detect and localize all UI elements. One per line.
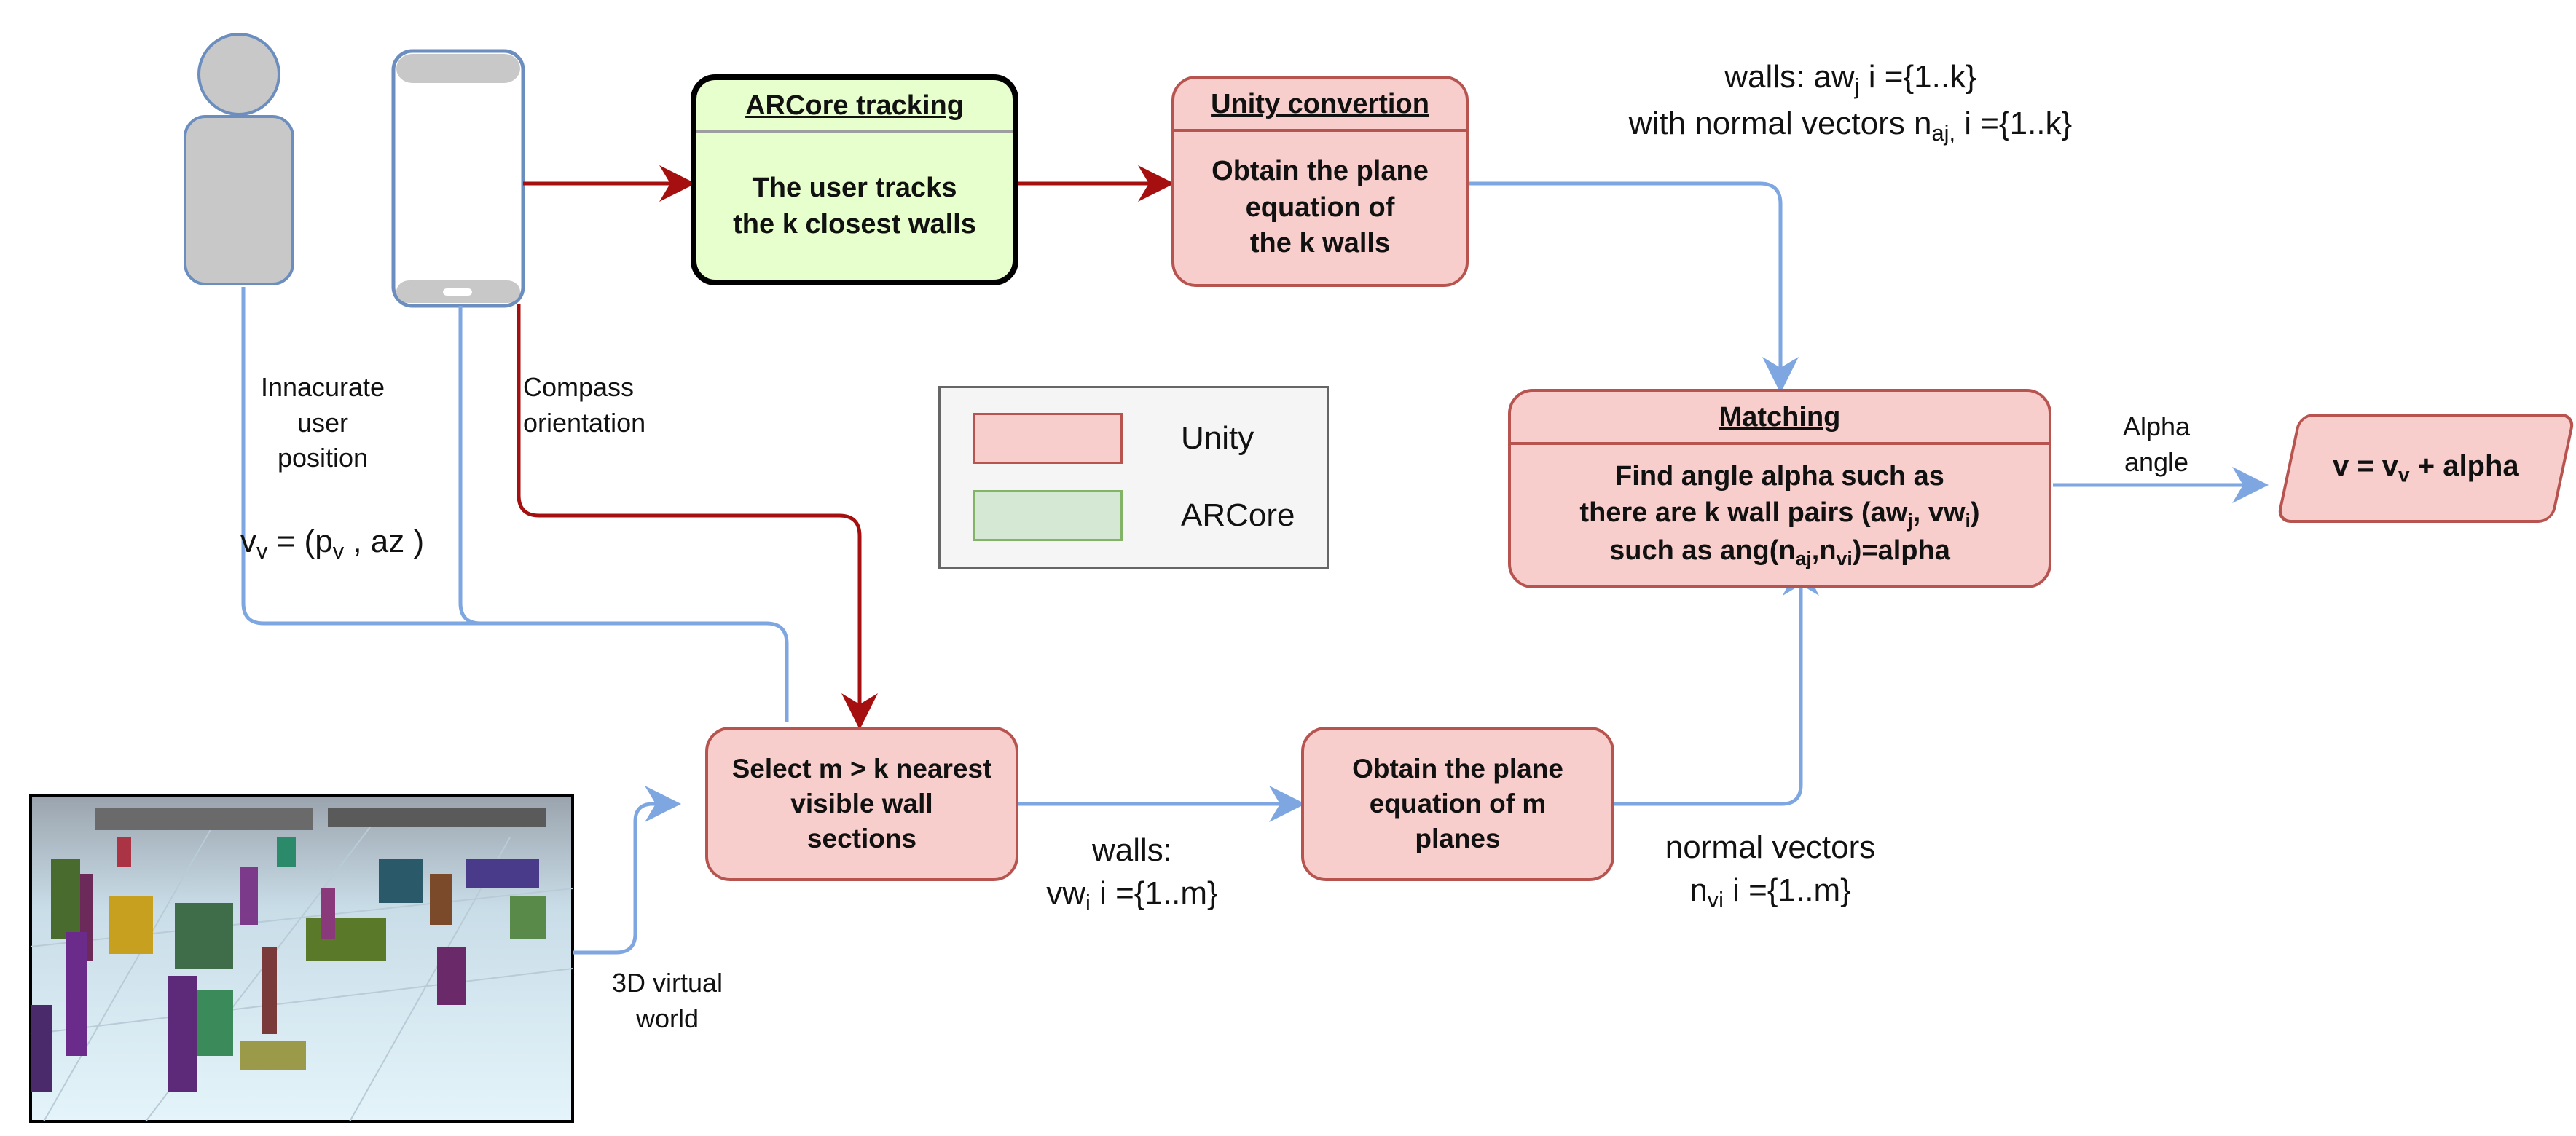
- virtual-world-label: 3D virtual world: [611, 968, 723, 1033]
- arcore-tracking-body-line: The user tracks: [752, 173, 957, 204]
- matching-body-line-1: Find angle alpha such as: [1615, 461, 1944, 492]
- unity-conversion-body-line: equation of: [1245, 192, 1395, 223]
- plane-equation-m-node[interactable]: Obtain the plane equation of m planes: [1301, 727, 1614, 881]
- legend: Unity ARCore: [938, 386, 1329, 569]
- plane-equation-m-body-line: planes: [1415, 824, 1501, 854]
- unity-conversion-node[interactable]: Unity convertion Obtain the plane equati…: [1171, 76, 1469, 287]
- legend-swatch-unity: [973, 413, 1123, 464]
- result-output-node[interactable]: v = vv + alpha: [2276, 414, 2576, 523]
- legend-swatch-arcore: [973, 490, 1123, 541]
- arcore-tracking-node[interactable]: ARCore tracking The user tracks the k cl…: [691, 74, 1018, 285]
- matching-body-line-2: there are k wall pairs (awj, vwi): [1579, 497, 1980, 532]
- arcore-tracking-header: ARCore tracking: [696, 80, 1013, 133]
- innacurate-position-label: Innacurate user position: [260, 372, 385, 473]
- walls-top-label: walls: awj i ={1..k} with normal vectors…: [1628, 59, 2073, 146]
- normal-vectors-label: normal vectors nvi i ={1..m}: [1665, 829, 1876, 913]
- matching-header: Matching: [1511, 392, 2049, 445]
- unity-conversion-body-line: the k walls: [1249, 228, 1391, 259]
- legend-label-unity: Unity: [1181, 420, 1254, 456]
- select-walls-body-line: visible wall: [790, 788, 933, 819]
- walls-bottom-label: walls: vwi i ={1..m}: [1046, 832, 1218, 916]
- unity-conversion-body-line: Obtain the plane: [1212, 156, 1429, 187]
- virtual-world-image: [29, 794, 574, 1123]
- alpha-angle-label: Alpha angle: [2122, 411, 2191, 477]
- vv-formula-label: vv = (pv , az ): [240, 524, 425, 564]
- plane-equation-m-body-line: Obtain the plane: [1352, 753, 1563, 784]
- select-walls-body-line: Select m > k nearest: [731, 753, 992, 784]
- matching-node[interactable]: Matching Find angle alpha such as there …: [1508, 389, 2051, 588]
- smartphone-icon: [391, 49, 525, 308]
- arcore-tracking-body-line: the k closest walls: [733, 208, 976, 240]
- select-walls-node[interactable]: Select m > k nearest visible wall sectio…: [705, 727, 1018, 881]
- unity-conversion-header: Unity convertion: [1174, 79, 1466, 132]
- plane-equation-m-body-line: equation of m: [1369, 788, 1547, 819]
- compass-orientation-label: Compass orientation: [523, 372, 646, 438]
- legend-label-arcore: ARCore: [1181, 497, 1295, 533]
- matching-body-line-3: such as ang(naj,nvi)=alpha: [1609, 535, 1950, 570]
- user-figure-icon: [184, 33, 294, 285]
- select-walls-body-line: sections: [806, 824, 917, 854]
